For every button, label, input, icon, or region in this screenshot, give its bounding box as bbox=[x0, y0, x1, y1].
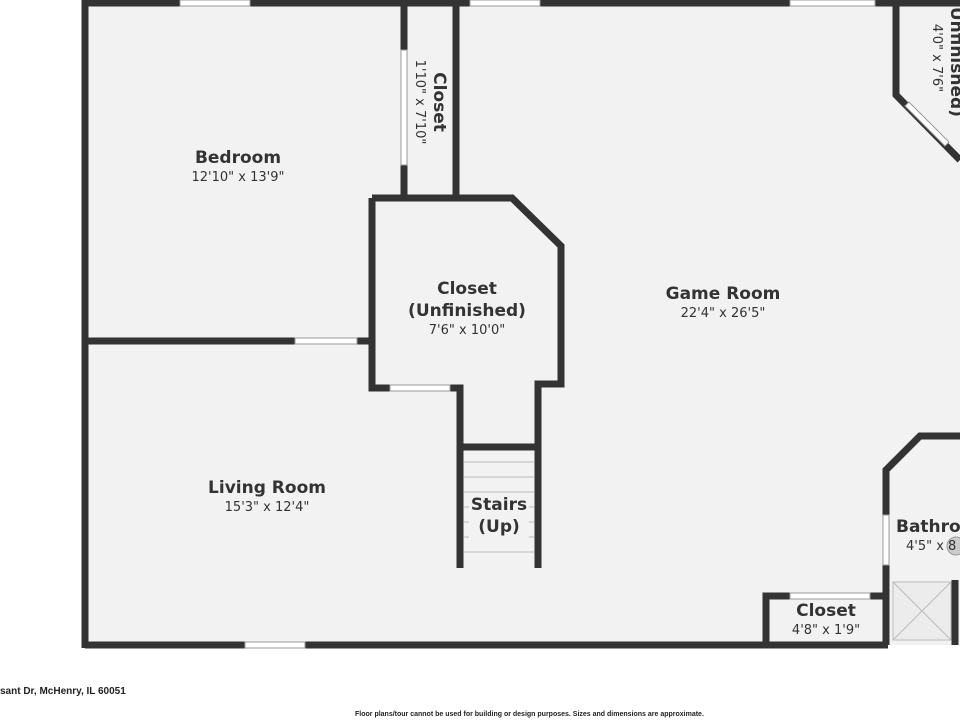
room-dims: 4'0" x 7'6" bbox=[929, 23, 944, 93]
room-name: Living Room bbox=[208, 478, 326, 498]
door-opening bbox=[389, 384, 451, 392]
window bbox=[179, 0, 251, 7]
room-name: Stairs bbox=[470, 495, 528, 515]
room-closet-unfinished: Closet (Unfinished) 7'6" x 10'0" bbox=[408, 278, 526, 340]
room-dims: 12'10" x 13'9" bbox=[191, 170, 285, 185]
room-name: (Unfinished) bbox=[946, 0, 960, 117]
room-game-room: Game Room 22'4" x 26'5" bbox=[666, 283, 781, 323]
wall-unfinished-closet bbox=[372, 194, 565, 568]
room-name: Bedroom bbox=[194, 148, 282, 168]
room-name: Bathro bbox=[896, 517, 960, 537]
room-stairs: Stairs (Up) bbox=[468, 494, 530, 538]
door-opening bbox=[400, 49, 408, 166]
room-name: Game Room bbox=[665, 284, 781, 304]
room-closet-bottom: Closet 4'8" x 1'9" bbox=[792, 600, 860, 640]
room-subtitle: (Up) bbox=[478, 517, 520, 537]
room-dims: 4'5" x 8 bbox=[906, 539, 957, 554]
room-name: Closet bbox=[429, 72, 449, 132]
room-bedroom: Bedroom 12'10" x 13'9" bbox=[192, 147, 285, 187]
toilet-icon bbox=[946, 536, 960, 556]
door-opening bbox=[294, 337, 358, 345]
door-opening bbox=[882, 514, 890, 566]
room-unfinished-right: (Unfinished) 4'0" x 7'6" bbox=[927, 0, 960, 117]
window bbox=[789, 0, 876, 7]
room-name: Closet bbox=[437, 279, 497, 299]
door-opening bbox=[904, 101, 950, 147]
window bbox=[469, 0, 541, 7]
room-dims: 22'4" x 26'5" bbox=[680, 306, 766, 321]
shower-icon bbox=[892, 581, 952, 641]
room-closet-top: Closet 1'10" x 7'10" bbox=[410, 60, 450, 145]
room-dims: 4'8" x 1'9" bbox=[791, 623, 861, 638]
room-subtitle: (Unfinished) bbox=[408, 301, 526, 321]
room-dims: 7'6" x 10'0" bbox=[428, 323, 506, 338]
room-dims: 15'3" x 12'4" bbox=[224, 500, 310, 515]
address: sant Dr, McHenry, IL 60051 bbox=[0, 686, 126, 697]
room-dims: 1'10" x 7'10" bbox=[412, 59, 427, 145]
window bbox=[244, 641, 306, 649]
disclaimer: Floor plans/tour cannot be used for buil… bbox=[355, 711, 704, 718]
floor bbox=[85, 3, 960, 645]
room-name: Closet bbox=[796, 601, 856, 621]
room-bathroom: Bathro 4'5" x 8 bbox=[896, 516, 960, 556]
door-opening bbox=[789, 592, 871, 600]
room-living-room: Living Room 15'3" x 12'4" bbox=[208, 477, 326, 517]
